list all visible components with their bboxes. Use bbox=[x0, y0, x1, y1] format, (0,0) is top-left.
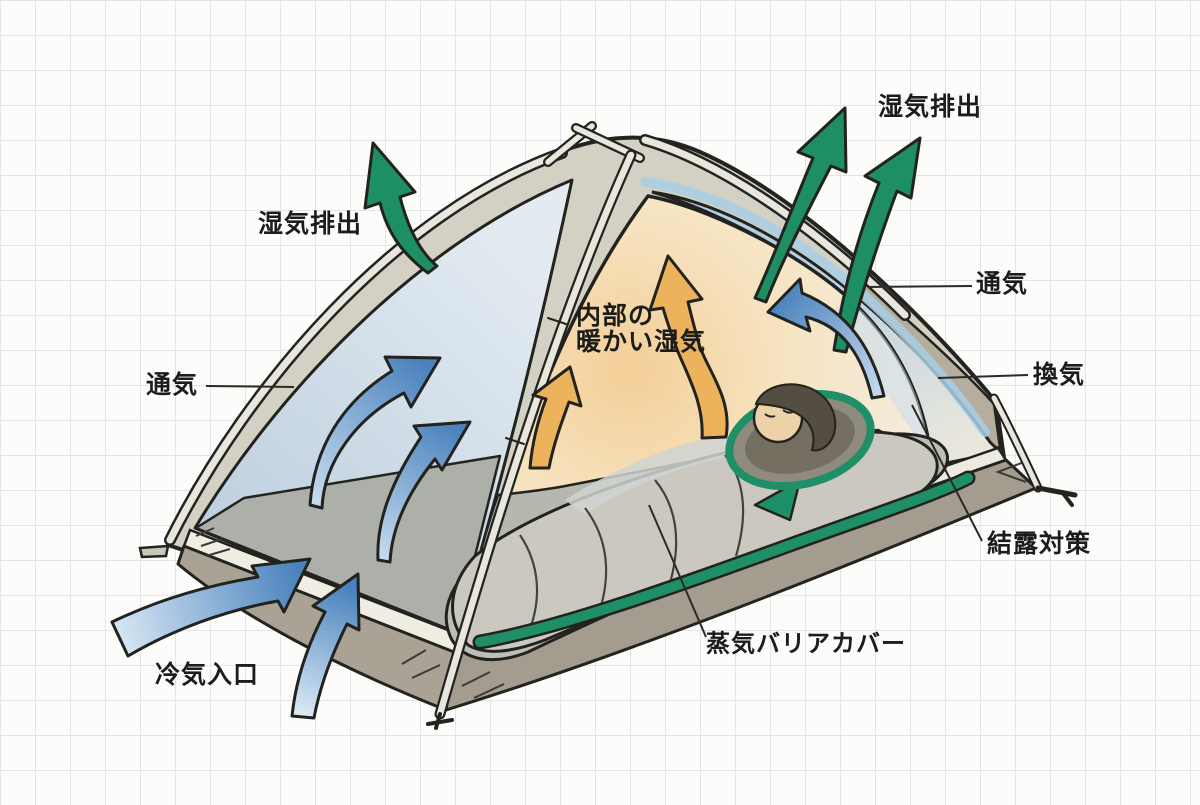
leader-vapor-barrier bbox=[648, 504, 707, 638]
left-panel-floor bbox=[194, 454, 502, 634]
arrow-warm-moisture-main bbox=[648, 254, 729, 440]
arrows bbox=[110, 106, 922, 720]
fabric-wrinkles bbox=[195, 461, 1027, 699]
arrow-circulation-left-1 bbox=[308, 355, 442, 510]
label-moisture-exhaust-right: 湿気排出 bbox=[877, 92, 983, 121]
label-inner-warm-moisture-line1: 内部の bbox=[576, 302, 655, 330]
arrow-moisture-exhaust-right-2 bbox=[832, 136, 922, 354]
arrow-cold-air-1 bbox=[110, 557, 312, 658]
arrow-vent-in-right bbox=[766, 277, 886, 400]
leader-air-exchange bbox=[937, 374, 1029, 379]
stake-left bbox=[138, 544, 170, 559]
sleeper bbox=[725, 383, 875, 491]
pole-right-vent bbox=[989, 393, 1043, 493]
fly-inner-gap-highlight bbox=[640, 177, 990, 437]
arrow-circulation-left-2 bbox=[376, 420, 472, 564]
leader-ventilation-right bbox=[867, 285, 973, 288]
arrow-moisture-exhaust-right-1 bbox=[753, 106, 848, 304]
label-condensation-measure: 結露対策 bbox=[986, 529, 1092, 558]
base-skirt-right bbox=[444, 458, 1038, 712]
leader-condensation bbox=[911, 404, 983, 542]
stake-front bbox=[426, 712, 454, 730]
arrow-moisture-exhaust-left bbox=[363, 141, 439, 275]
leader-lines bbox=[205, 285, 1029, 638]
label-ventilation-left: 通気 bbox=[145, 370, 199, 399]
arrow-warm-moisture-small bbox=[528, 365, 583, 470]
label-inner-warm-moisture-line2: 暖かい湿気 bbox=[576, 328, 707, 357]
label-ventilation-right: 通気 bbox=[975, 269, 1029, 298]
label-moisture-exhaust-left: 湿気排出 bbox=[257, 209, 363, 238]
sleeper-eyes bbox=[764, 409, 794, 418]
label-inner-warm-moisture: 内部の 暖かい湿気 bbox=[576, 303, 706, 356]
label-air-exchange: 換気 bbox=[1032, 360, 1086, 389]
pole-left-edge bbox=[164, 147, 568, 546]
leader-ventilation-left bbox=[205, 385, 295, 388]
stake-right bbox=[1035, 485, 1078, 507]
arrow-cold-air-2 bbox=[290, 572, 361, 720]
label-cold-air-inlet: 冷気入口 bbox=[154, 660, 260, 689]
sleeper-hair bbox=[754, 383, 837, 452]
label-vapor-barrier-cover: 蒸気バリアカバー bbox=[706, 630, 906, 658]
sleeping-bag-trim bbox=[472, 470, 976, 650]
